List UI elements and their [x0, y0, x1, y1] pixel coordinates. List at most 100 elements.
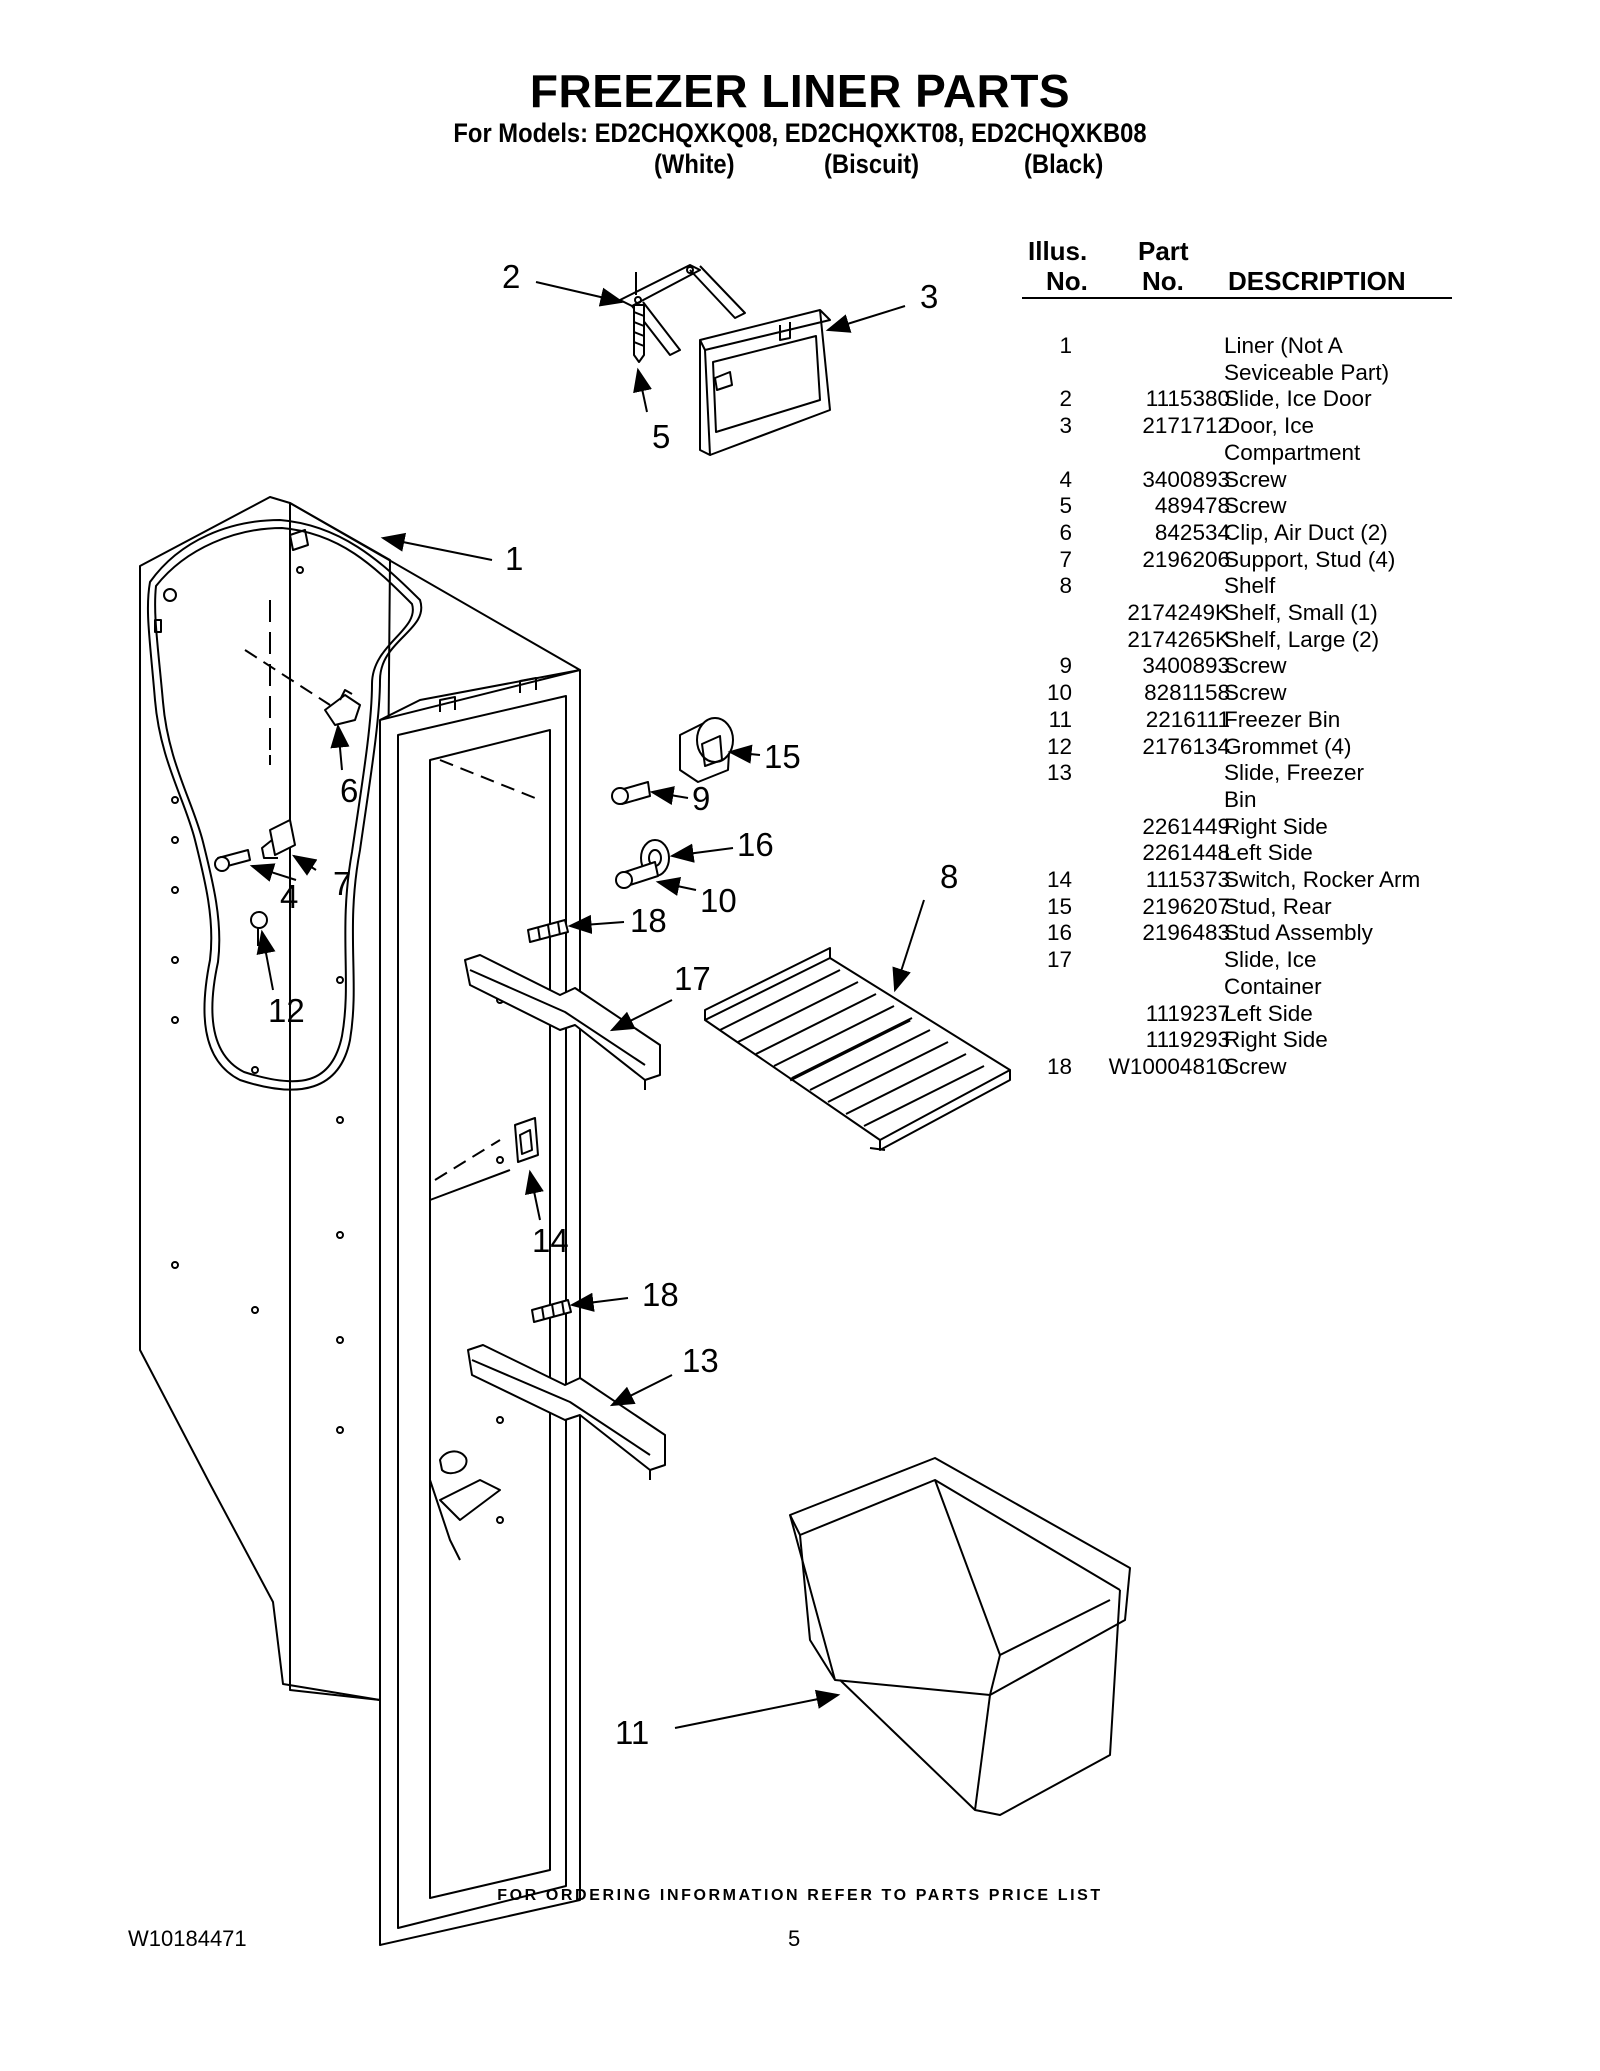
page-number: 5 — [788, 1926, 801, 1951]
air-duct-clip-icon — [324, 689, 361, 726]
callout-7: 7 — [333, 865, 351, 902]
illus-number: 1 — [1059, 333, 1072, 358]
description: Bin — [1224, 786, 1257, 812]
description: Switch, Rocker Arm — [1224, 867, 1421, 892]
screw-10-icon — [615, 861, 659, 889]
col-description-header: DESCRIPTION — [1228, 266, 1406, 296]
freezer-bin-slide — [467, 1344, 666, 1480]
screw-4-icon — [214, 849, 251, 872]
callout-12: 12 — [268, 992, 305, 1029]
col-part-header-2: No. — [1142, 266, 1184, 296]
callout-16: 16 — [737, 826, 774, 863]
illus-number: 17 — [1046, 947, 1072, 973]
rocker-switch-icon — [514, 1117, 539, 1163]
illus-number: 9 — [1059, 653, 1072, 679]
callout-3: 3 — [920, 278, 938, 315]
description: Seviceable Part) — [1224, 359, 1390, 385]
description: Right Side — [1224, 813, 1328, 839]
illus-number: 5 — [1059, 493, 1072, 519]
callout-2: 2 — [502, 258, 520, 295]
part-number: 1115380 — [1145, 386, 1230, 412]
screw-18-lower-icon — [531, 1299, 572, 1323]
callout-10: 10 — [700, 882, 737, 919]
description: Right Side — [1224, 1027, 1328, 1053]
description: Liner (Not A — [1224, 333, 1343, 358]
description: Screw — [1224, 653, 1287, 679]
description: Door, Ice — [1224, 413, 1315, 439]
part-number: 3400893 — [1142, 466, 1230, 492]
rear-stud-icon — [679, 717, 734, 783]
description: Freezer Bin — [1224, 706, 1341, 732]
part-number: 2216111 — [1145, 706, 1230, 732]
description: Left Side — [1224, 1000, 1313, 1026]
callout-8: 8 — [940, 858, 958, 895]
description: Screw — [1224, 680, 1287, 706]
description: Screw — [1224, 466, 1287, 492]
screw-5-icon — [633, 304, 645, 363]
illus-number: 14 — [1046, 867, 1072, 892]
description: Shelf, Small (1) — [1224, 600, 1378, 625]
ice-compartment-door — [699, 309, 831, 456]
color-biscuit: (Biscuit) — [824, 149, 920, 179]
ice-door-slide — [619, 264, 746, 356]
callout-5: 5 — [652, 418, 670, 455]
part-number: 3400893 — [1142, 653, 1230, 679]
description: Slide, Ice Door — [1224, 386, 1372, 412]
description: Screw — [1224, 1053, 1287, 1079]
description: Left Side — [1224, 840, 1313, 866]
part-number: 2171712 — [1142, 413, 1230, 439]
document-number: W10184471 — [128, 1926, 247, 1951]
illus-number: 12 — [1046, 733, 1072, 759]
callout-17: 17 — [674, 960, 711, 997]
leader-lines — [249, 281, 925, 1729]
callout-6: 6 — [340, 772, 358, 809]
color-black: (Black) — [1024, 149, 1104, 179]
callout-4: 4 — [280, 878, 298, 915]
description: Stud, Rear — [1224, 893, 1332, 919]
description: Clip, Air Duct (2) — [1224, 519, 1388, 545]
model-list: For Models: ED2CHQXKQ08, ED2CHQXKT08, ED… — [453, 118, 1147, 148]
description: Slide, Ice — [1224, 947, 1317, 973]
part-number: 1119293 — [1145, 1027, 1230, 1053]
screw-9-icon — [611, 781, 651, 805]
col-illus-header-2: No. — [1046, 266, 1088, 296]
illus-number: 2 — [1059, 386, 1072, 412]
illus-number: 11 — [1048, 706, 1072, 732]
description: Container — [1224, 973, 1322, 999]
part-number: 842534 — [1154, 519, 1230, 545]
callout-18-lower: 18 — [642, 1276, 679, 1313]
wire-shelf — [704, 947, 1011, 1151]
part-number: 2196207 — [1142, 893, 1230, 919]
illus-number: 8 — [1059, 573, 1072, 599]
part-number: 1119237 — [1145, 1000, 1230, 1026]
part-number: 2174249K — [1127, 600, 1230, 625]
description: Screw — [1224, 493, 1287, 519]
part-number: 2176134 — [1142, 733, 1230, 759]
col-illus-header-1: Illus. — [1028, 236, 1088, 266]
stud-support-icon — [261, 819, 296, 859]
callout-1: 1 — [505, 540, 523, 577]
part-number: 489478 — [1154, 493, 1230, 519]
description: Compartment — [1224, 439, 1361, 465]
illus-number: 16 — [1046, 920, 1072, 946]
callout-13: 13 — [682, 1342, 719, 1379]
callout-11: 11 — [615, 1714, 649, 1751]
illus-number: 15 — [1046, 893, 1072, 919]
part-number: 2196206 — [1142, 546, 1230, 572]
part-number: 2261448 — [1142, 840, 1230, 866]
illus-number: 18 — [1046, 1053, 1072, 1079]
illus-number: 3 — [1059, 413, 1072, 439]
part-number: 2196483 — [1142, 920, 1230, 946]
callout-9: 9 — [692, 780, 710, 817]
illus-number: 10 — [1046, 680, 1072, 706]
illus-number: 13 — [1046, 760, 1072, 786]
description: Shelf, Large (2) — [1224, 626, 1380, 652]
header-rule — [1022, 297, 1452, 299]
callout-18-upper: 18 — [630, 902, 667, 939]
ice-container-slide — [464, 954, 661, 1090]
part-number: W10004810 — [1108, 1053, 1230, 1079]
col-part-header-1: Part — [1138, 236, 1189, 266]
ordering-note: FOR ORDERING INFORMATION REFER TO PARTS … — [497, 1887, 1103, 1904]
freezer-bin — [789, 1457, 1131, 1816]
